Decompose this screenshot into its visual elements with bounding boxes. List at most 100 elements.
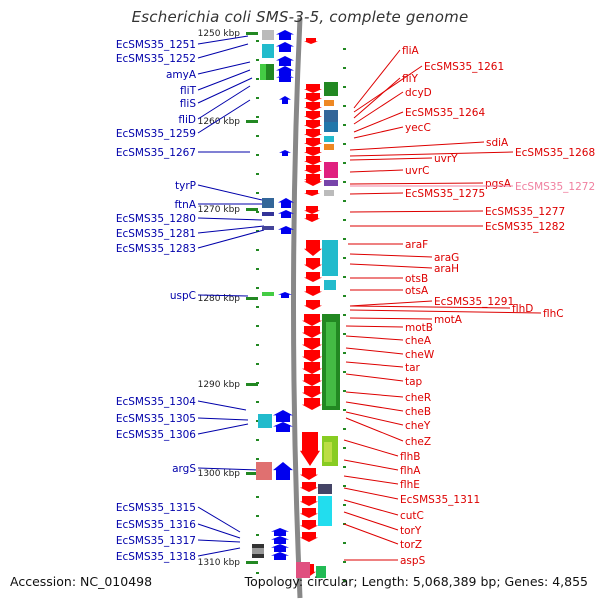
forward-gene-arrow: [276, 42, 294, 52]
gene-label-EcSMS35_1304: EcSMS35_1304: [116, 396, 196, 408]
gene-label-EcSMS35_1264: EcSMS35_1264: [405, 107, 485, 119]
tick-mark: [256, 192, 259, 194]
tick-mark: [256, 249, 259, 251]
tick-mark: [343, 428, 346, 430]
tick-mark: [256, 116, 259, 118]
leader-line: [343, 475, 399, 485]
gene-label-fliA: fliA: [402, 45, 420, 57]
forward-gene-box: [262, 226, 274, 230]
leader-line: [343, 487, 399, 500]
tick-mark: [343, 143, 346, 145]
gene-label-araG: araG: [434, 252, 459, 264]
reverse-gene-arrow: [304, 240, 322, 256]
tick-mark: [256, 515, 259, 517]
tick-mark: [256, 306, 259, 308]
gene-label-torZ: torZ: [400, 539, 422, 551]
gene-label-ftnA: ftnA: [175, 199, 197, 211]
forward-gene-arrow: [279, 150, 291, 156]
tick-mark: [343, 219, 346, 221]
leader-line: [349, 182, 484, 185]
tick-mark: [256, 211, 259, 213]
leader-line: [349, 157, 433, 161]
tick-mark: [343, 295, 346, 297]
leader-line: [349, 253, 433, 258]
leader-line: [349, 192, 404, 195]
reverse-gene-box: [322, 240, 338, 276]
leader-line: [197, 217, 263, 221]
reverse-gene-box: [324, 100, 334, 106]
forward-gene-arrow: [271, 544, 289, 552]
reverse-gene-arrow: [300, 468, 318, 480]
reverse-gene-box: [326, 322, 336, 406]
leader-line: [197, 77, 253, 104]
gene-label-EcSMS35_1252: EcSMS35_1252: [116, 53, 196, 65]
gene-label-tar: tar: [405, 362, 421, 374]
reverse-gene-arrow: [302, 314, 322, 326]
leader-line: [197, 400, 247, 411]
gene-label-cheW: cheW: [405, 349, 435, 361]
gene-label-motA: motA: [434, 314, 463, 326]
reverse-gene-box: [324, 82, 338, 96]
gene-label-uvrC: uvrC: [405, 165, 430, 177]
forward-gene-arrow: [271, 536, 289, 544]
reverse-gene-arrow: [304, 165, 322, 174]
gene-label-flhC: flhC: [543, 308, 564, 320]
gene-label-EcSMS35_1283: EcSMS35_1283: [116, 243, 196, 255]
gene-label-cheZ: cheZ: [405, 436, 431, 448]
reverse-gene-arrow: [300, 508, 318, 518]
gene-label-EcSMS35_1317: EcSMS35_1317: [116, 535, 196, 547]
gene-label-EcSMS35_1311: EcSMS35_1311: [400, 494, 480, 506]
reverse-gene-box: [324, 442, 332, 462]
tick-mark: [343, 333, 346, 335]
forward-gene-arrow: [271, 528, 289, 536]
leader-line: [345, 417, 404, 442]
reverse-gene-arrow: [304, 206, 320, 214]
gene-label-cutC: cutC: [400, 510, 424, 522]
forward-gene-box: [262, 198, 274, 208]
ruler-tick: [246, 561, 258, 564]
tick-mark: [343, 485, 346, 487]
reverse-gene-box: [324, 162, 338, 178]
leader-line: [343, 499, 399, 516]
tick-mark: [256, 135, 259, 137]
reverse-gene-box: [324, 190, 334, 196]
reverse-gene-arrow: [304, 111, 322, 120]
ruler-tick: [246, 208, 258, 211]
gene-label-EcSMS35_1291: EcSMS35_1291: [434, 296, 514, 308]
gene-label-EcSMS35_1305: EcSMS35_1305: [116, 413, 196, 425]
reverse-gene-arrow: [300, 532, 318, 542]
ruler-label: 1250 kbp: [198, 29, 241, 39]
leader-line: [349, 169, 404, 173]
gene-label-flhE: flhE: [400, 479, 420, 491]
tick-mark: [256, 40, 259, 42]
gene-label-motB: motB: [405, 322, 433, 334]
reverse-gene-box: [318, 496, 332, 526]
forward-gene-box: [260, 64, 266, 80]
gene-label-EcSMS35_1282: EcSMS35_1282: [485, 221, 565, 233]
gene-label-EcSMS35_1275: EcSMS35_1275: [405, 188, 485, 200]
gene-label-fliS: fliS: [180, 98, 197, 110]
forward-gene-box: [262, 44, 274, 58]
forward-gene-arrow: [273, 422, 293, 432]
leader-line: [353, 111, 404, 133]
gene-label-flhA: flhA: [400, 465, 421, 477]
leader-line: [197, 184, 263, 201]
gene-label-pgsA: pgsA: [485, 178, 512, 190]
gene-label-cheR: cheR: [405, 392, 431, 404]
tick-mark: [256, 154, 259, 156]
leader-line: [349, 309, 542, 314]
gene-label-EcSMS35_1281: EcSMS35_1281: [116, 228, 196, 240]
ruler-tick: [246, 297, 258, 300]
forward-gene-box: [256, 462, 272, 480]
gene-label-otsA: otsA: [405, 285, 429, 297]
reverse-gene-arrow: [304, 272, 322, 282]
tick-mark: [343, 580, 346, 582]
gene-label-flhB: flhB: [400, 451, 420, 463]
tick-mark: [256, 230, 259, 232]
leader-line: [343, 459, 399, 471]
reverse-gene-box: [324, 180, 338, 186]
tick-mark: [256, 344, 259, 346]
reverse-gene-arrow: [304, 84, 322, 93]
tick-mark: [256, 458, 259, 460]
tick-mark: [343, 542, 346, 544]
